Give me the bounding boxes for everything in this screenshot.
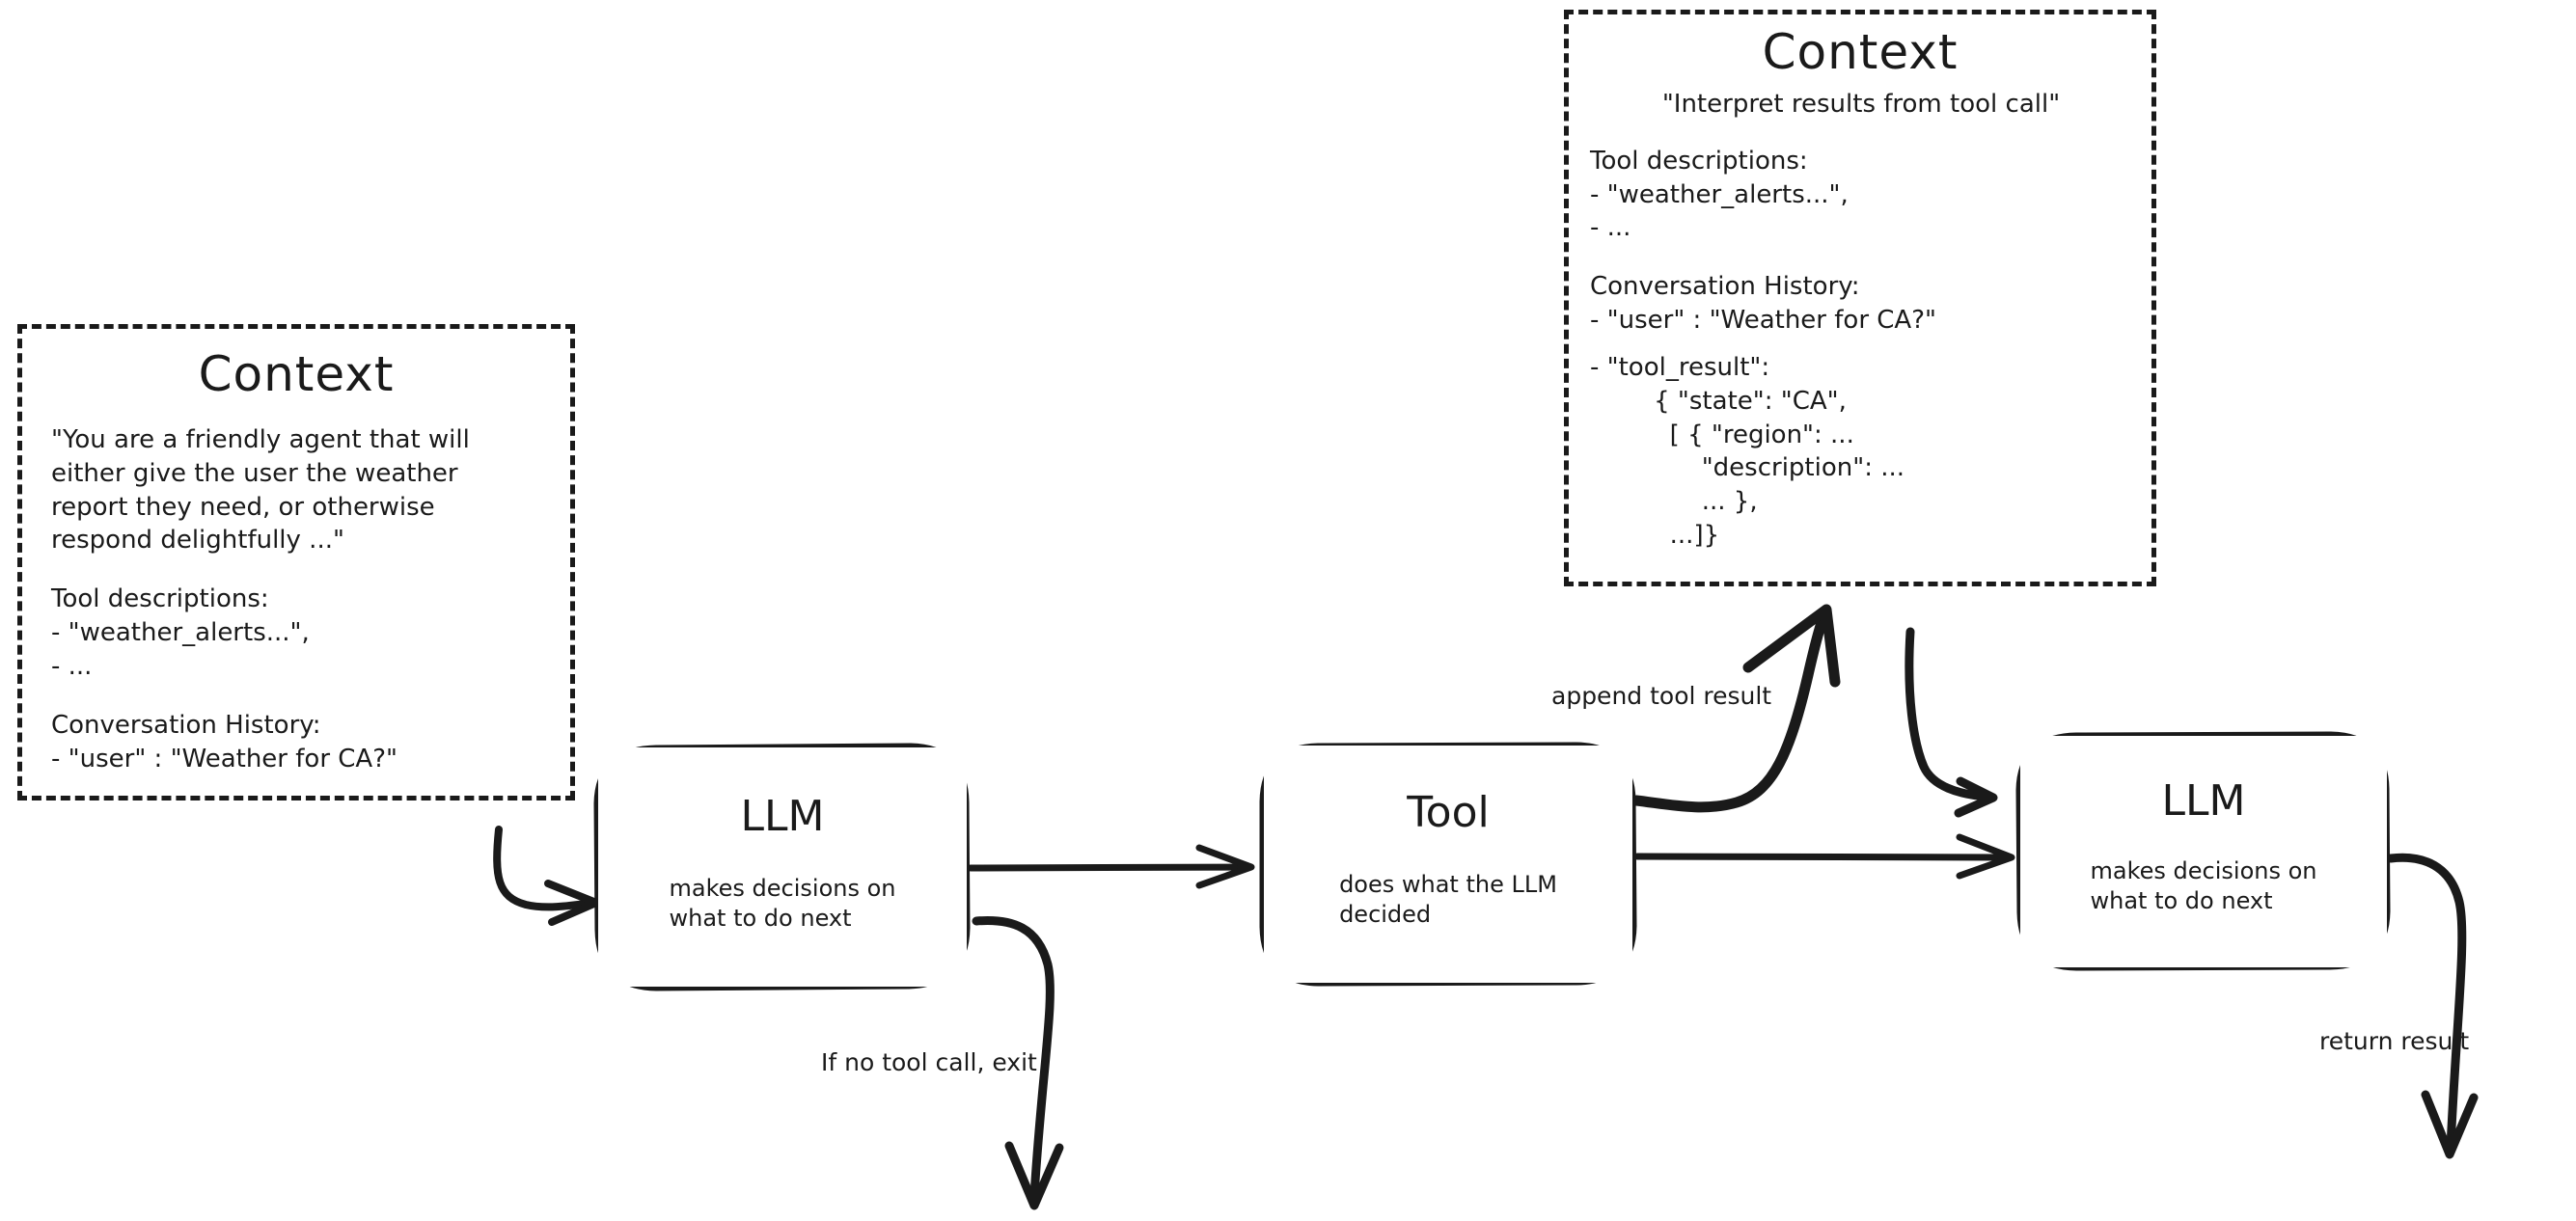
context-right-heading: Context [1762, 24, 1959, 80]
node-llm-1[interactable]: LLM makes decisions on what to do next [598, 747, 967, 987]
arrow-llm1-to-tool [967, 844, 1255, 889]
context-left-conversation-history: Conversation History: - "user" : "Weathe… [51, 710, 397, 773]
context-left-heading: Context [198, 346, 395, 402]
edge-label-if-no-tool-call-exit: If no tool call, exit [821, 1048, 1037, 1076]
arrow-llm2-return [2386, 853, 2479, 1159]
context-right-conversation-history: Conversation History: - "user" : "Weathe… [1590, 272, 1936, 336]
node-tool-title: Tool [1407, 788, 1490, 837]
node-llm-2[interactable]: LLM makes decisions on what to do next [2020, 736, 2387, 967]
context-left-tool-descriptions: Tool descriptions: - "weather_alerts..."… [51, 584, 310, 681]
context-box-left: Context "You are a friendly agent that w… [17, 324, 575, 800]
node-tool-subtitle: does what the LLM decided [1339, 871, 1557, 928]
arrow-tool-to-context [1631, 604, 1841, 813]
edge-label-return-result: return result [2319, 1027, 2470, 1055]
arrow-tool-to-llm2 [1633, 833, 2015, 880]
context-right-prompt: "Interpret results from tool call" [1661, 90, 2061, 119]
node-llm-2-subtitle: makes decisions on what to do next [2090, 857, 2317, 914]
node-llm-1-subtitle: makes decisions on what to do next [669, 875, 896, 932]
arrow-llm1-exit [972, 916, 1064, 1210]
arrow-context-to-llm2 [1905, 627, 1998, 818]
context-right-tool-descriptions: Tool descriptions: - "weather_alerts..."… [1590, 146, 1849, 243]
node-tool[interactable]: Tool does what the LLM decided [1264, 746, 1632, 983]
arrow-context-to-llm1 [493, 826, 600, 926]
context-right-tool-result: - "tool_result": { "state": "CA", [ { "r… [1590, 352, 1905, 551]
node-llm-1-title: LLM [740, 792, 825, 841]
context-box-right: Context "Interpret results from tool cal… [1564, 10, 2156, 586]
context-left-system-prompt: "You are a friendly agent that will eith… [51, 425, 470, 556]
node-llm-2-title: LLM [2161, 776, 2246, 826]
edge-label-append-tool-result: append tool result [1551, 682, 1772, 710]
